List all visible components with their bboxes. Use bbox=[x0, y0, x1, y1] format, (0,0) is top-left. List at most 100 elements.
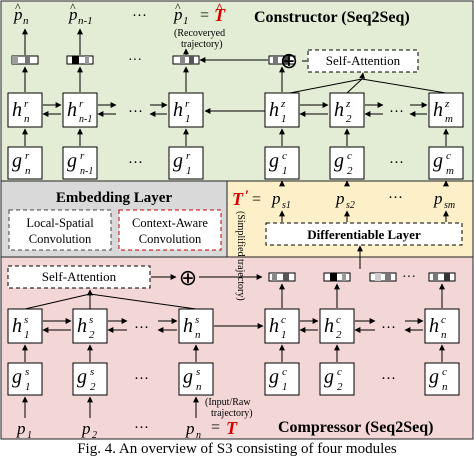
simplified-point-s1: p s1 bbox=[271, 189, 291, 211]
svg-text:1: 1 bbox=[27, 430, 32, 440]
svg-text:p: p bbox=[81, 419, 91, 438]
svg-text:h: h bbox=[67, 99, 77, 121]
context-aware-conv-box bbox=[118, 209, 222, 251]
simplified-point-sm: p sm bbox=[433, 189, 455, 211]
compressor-encoder-input-n: g s n bbox=[178, 362, 214, 396]
svg-text:2: 2 bbox=[347, 165, 353, 177]
constructor-self-attention-label: Self-Attention bbox=[326, 53, 401, 68]
constructor-attention-fan bbox=[289, 72, 447, 94]
constructor-title: Constructor (Seq2Seq) bbox=[254, 9, 410, 26]
svg-text:h: h bbox=[324, 315, 334, 337]
compressor-decoder-ellipsis: ··· bbox=[381, 320, 396, 336]
svg-text:p: p bbox=[271, 189, 281, 208]
compressor-encoder-hidden-n: h s n bbox=[178, 308, 214, 344]
raw-points-ellipsis: ··· bbox=[134, 420, 149, 436]
svg-text:s2: s2 bbox=[346, 200, 355, 211]
compressor-vector-arrows bbox=[279, 283, 445, 308]
svg-text:h: h bbox=[12, 99, 22, 121]
svg-text:h: h bbox=[183, 315, 193, 337]
svg-text:c: c bbox=[441, 314, 446, 326]
constructor-encoder-input-1: g c 1 bbox=[264, 146, 300, 180]
svg-text:h: h bbox=[269, 315, 279, 337]
compressor-encoder-ellipsis: ··· bbox=[134, 320, 149, 336]
svg-text:g: g bbox=[77, 366, 87, 388]
svg-text:h: h bbox=[12, 315, 22, 337]
compressor-vector-3 bbox=[369, 272, 397, 282]
constructor-encoder-input-ellipsis: ··· bbox=[389, 155, 404, 171]
svg-text:c: c bbox=[442, 366, 447, 378]
simplified-point-s2: p s2 bbox=[335, 189, 355, 211]
constructor-decoder-hidden-n-1: h r n-1 bbox=[62, 92, 98, 128]
svg-text:s1: s1 bbox=[282, 200, 291, 211]
svg-text:2: 2 bbox=[90, 381, 96, 393]
differentiable-layer-box bbox=[265, 222, 463, 246]
svg-text:p: p bbox=[173, 5, 183, 24]
svg-text:h: h bbox=[269, 99, 279, 121]
constructor-input-ellipsis: ··· bbox=[128, 155, 143, 171]
svg-text:n-1: n-1 bbox=[78, 15, 93, 27]
svg-text:1: 1 bbox=[282, 381, 288, 393]
output-p-hat-n-1: p ^ n-1 bbox=[68, 0, 93, 27]
constructor-encoder-input-m: g c m bbox=[428, 146, 464, 180]
svg-text:^: ^ bbox=[15, 0, 21, 14]
svg-text:2: 2 bbox=[89, 329, 95, 341]
svg-text:n: n bbox=[195, 329, 201, 341]
svg-text:p: p bbox=[13, 5, 23, 24]
compressor-vector-1 bbox=[268, 272, 296, 282]
simplified-ellipsis: ··· bbox=[388, 190, 403, 206]
local-spatial-label-2: Convolution bbox=[29, 232, 92, 246]
compressor-encoder-input-1: g s 1 bbox=[7, 362, 43, 396]
constructor-vector-3 bbox=[172, 55, 200, 65]
svg-text:T: T bbox=[232, 189, 244, 209]
svg-text:T: T bbox=[214, 5, 226, 25]
svg-text:s: s bbox=[24, 314, 28, 326]
constructor-encoder-hidden-m: h z m bbox=[428, 92, 464, 128]
constructor-self-attention bbox=[307, 49, 419, 73]
constructor-decoder-input-n: g r n bbox=[7, 146, 43, 180]
recovered-eq: = bbox=[200, 7, 209, 24]
svg-text:c: c bbox=[282, 150, 287, 162]
svg-text:n: n bbox=[25, 165, 31, 177]
svg-text:^: ^ bbox=[216, 0, 223, 14]
raw-eq: = bbox=[211, 419, 220, 436]
differentiable-layer-label: Differentiable Layer bbox=[307, 227, 421, 242]
compressor-vector-4 bbox=[428, 272, 456, 282]
constructor-plus: ⊕ bbox=[280, 48, 298, 73]
constructor-encoder-hidden-2: h z 2 bbox=[329, 92, 365, 128]
compressor-decoder-input-1: g c 1 bbox=[264, 362, 300, 396]
simplified-note: (Simplified trajectory) bbox=[235, 211, 246, 301]
compressor-self-attention bbox=[7, 265, 151, 289]
svg-text:g: g bbox=[433, 150, 443, 172]
raw-note-1: (Input/Raw bbox=[205, 397, 251, 408]
raw-point-1: p 1 bbox=[16, 419, 32, 441]
svg-text:c: c bbox=[281, 314, 286, 326]
local-spatial-conv-box bbox=[8, 209, 112, 251]
svg-text:g: g bbox=[324, 366, 334, 388]
compressor-decoder-input-n: g c n bbox=[424, 362, 460, 396]
simplified-trajectory-symbol: T ′ = bbox=[232, 188, 261, 209]
svg-text:g: g bbox=[269, 150, 279, 172]
svg-text:g: g bbox=[269, 366, 279, 388]
raw-point-2: p 2 bbox=[81, 419, 97, 441]
svg-text:p: p bbox=[335, 189, 345, 208]
constructor-decoder-input-n-1: g r n-1 bbox=[62, 146, 98, 180]
svg-text:z: z bbox=[444, 98, 450, 110]
diff-layer-arrows bbox=[279, 210, 449, 269]
compressor-title: Compressor (Seq2Seq) bbox=[278, 419, 433, 436]
svg-text:1: 1 bbox=[183, 15, 189, 27]
compressor-encoder-input-2: g s 2 bbox=[72, 362, 108, 396]
svg-text:n: n bbox=[442, 381, 448, 393]
constructor-encoder-recurrence bbox=[299, 102, 428, 117]
svg-text:r: r bbox=[79, 98, 84, 110]
svg-text:s: s bbox=[90, 366, 94, 378]
figure-caption: Fig. 4. An overview of S3 consisting of … bbox=[77, 441, 397, 457]
constructor-vector-ellipsis: ··· bbox=[128, 53, 142, 68]
svg-text:^: ^ bbox=[70, 0, 76, 14]
compressor-decoder-input-ellipsis: ··· bbox=[381, 371, 396, 387]
svg-text:s: s bbox=[89, 314, 93, 326]
svg-text:h: h bbox=[77, 315, 87, 337]
embedding-title: Embedding Layer bbox=[56, 190, 173, 206]
svg-text:n-1: n-1 bbox=[79, 114, 92, 125]
constructor-decoder-hidden-n: h r n bbox=[7, 92, 43, 128]
compressor-encoder-hidden-2: h s 2 bbox=[72, 308, 108, 344]
